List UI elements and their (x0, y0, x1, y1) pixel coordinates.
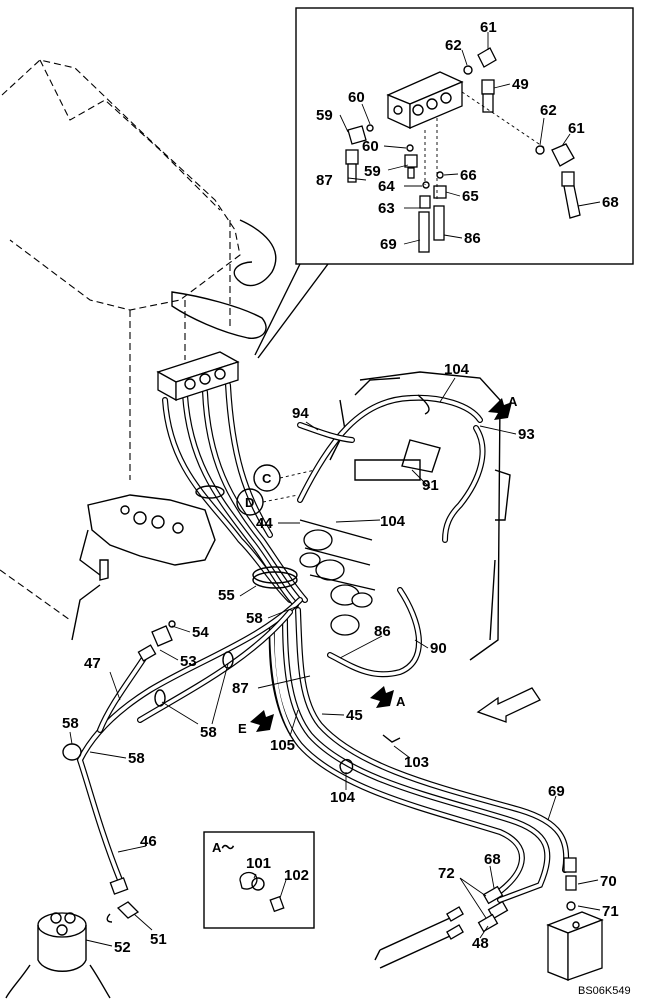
part-label: 68 (602, 194, 619, 211)
part-label: 48 (472, 935, 489, 952)
clamp-104-lower (339, 758, 354, 775)
part-label: 58 (128, 750, 145, 767)
part-label: 46 (140, 833, 157, 850)
view-arrow-a-top (488, 398, 512, 420)
hose-47-drain (62, 597, 303, 883)
detail-a-box (203, 831, 315, 929)
hose-90-93 (297, 394, 486, 678)
part-label: 62 (445, 37, 462, 54)
part-label: 58 (62, 715, 79, 732)
part-label: 61 (568, 120, 585, 137)
view-marker-labels: A A E C D A～ (212, 394, 518, 855)
part-number-labels: 61 62 49 60 59 62 61 60 59 66 87 64 65 6… (62, 19, 619, 956)
hose-clamp-upper (195, 485, 225, 499)
detail-a-title: A～ (212, 840, 234, 855)
part-label: 68 (484, 851, 501, 868)
hose-bundle-main (162, 382, 308, 608)
part-label: 93 (518, 426, 535, 443)
manifold-block-main (156, 351, 240, 402)
part-label: 55 (218, 587, 235, 604)
fittings-68-72-48 (374, 857, 577, 969)
hose-bundle-lower (268, 607, 570, 903)
part-label: 103 (404, 754, 429, 771)
view-label-a-mid: A (396, 694, 406, 709)
view-label-e: E (238, 721, 247, 736)
part-label: 90 (430, 640, 447, 657)
view-arrow-e (250, 710, 274, 732)
circle-label-c: C (262, 471, 272, 486)
fittings-51-53 (106, 620, 176, 923)
leader-lines (69, 32, 601, 947)
part-label: 58 (200, 724, 217, 741)
left-pump-housing (0, 494, 216, 641)
direction-arrow (476, 687, 541, 723)
inset-fittings (345, 47, 581, 253)
part-label: 72 (438, 865, 455, 882)
part-label: 102 (284, 867, 309, 884)
leader-inset (254, 263, 301, 356)
part-label: 53 (180, 653, 197, 670)
inset-manifold (386, 71, 464, 130)
part-label: 64 (378, 178, 395, 195)
part-label: 60 (362, 138, 379, 155)
valve-block-lower-right (546, 911, 604, 981)
part-label: 91 (422, 477, 439, 494)
part-label: 94 (292, 405, 309, 422)
part-label: 49 (512, 76, 529, 93)
detail-inset (254, 7, 634, 359)
part-label: 54 (192, 624, 209, 641)
part-label: 86 (374, 623, 391, 640)
part-label: 58 (246, 610, 263, 627)
view-label-a-top: A (508, 394, 518, 409)
part-label: 51 (150, 931, 167, 948)
clamp-104-upper (417, 394, 430, 415)
part-label: 60 (348, 89, 365, 106)
spool-stack (299, 519, 376, 636)
view-arrow-a-mid (370, 686, 394, 708)
part-label: 45 (346, 707, 363, 724)
travel-motor (5, 912, 111, 999)
hose-clamp-55 (252, 566, 298, 589)
part-label: 61 (480, 19, 497, 36)
circle-label-d: D (245, 495, 254, 510)
part-label: 65 (462, 188, 479, 205)
part-label: 66 (460, 167, 477, 184)
part-label: 69 (380, 236, 397, 253)
part-label: 105 (270, 737, 295, 754)
part-label: 44 (256, 515, 273, 532)
engine-outline (1, 59, 277, 480)
part-label: 70 (600, 873, 617, 890)
drawing-code: BS06K549 (578, 985, 631, 997)
part-label: 47 (84, 655, 101, 672)
part-label: 104 (444, 361, 470, 378)
part-label: 59 (364, 163, 381, 180)
part-label: 71 (602, 903, 619, 920)
part-label: 101 (246, 855, 271, 872)
part-label: 62 (540, 102, 557, 119)
part-label: 59 (316, 107, 333, 124)
part-label: 69 (548, 783, 565, 800)
control-valve-body (299, 371, 511, 661)
clamp-103 (382, 734, 401, 743)
part-label: 104 (380, 513, 406, 530)
part-label: 52 (114, 939, 131, 956)
part-label: 87 (232, 680, 249, 697)
part-label: 86 (464, 230, 481, 247)
part-label: 63 (378, 200, 395, 217)
part-label: 104 (330, 789, 356, 806)
part-label: 87 (316, 172, 333, 189)
